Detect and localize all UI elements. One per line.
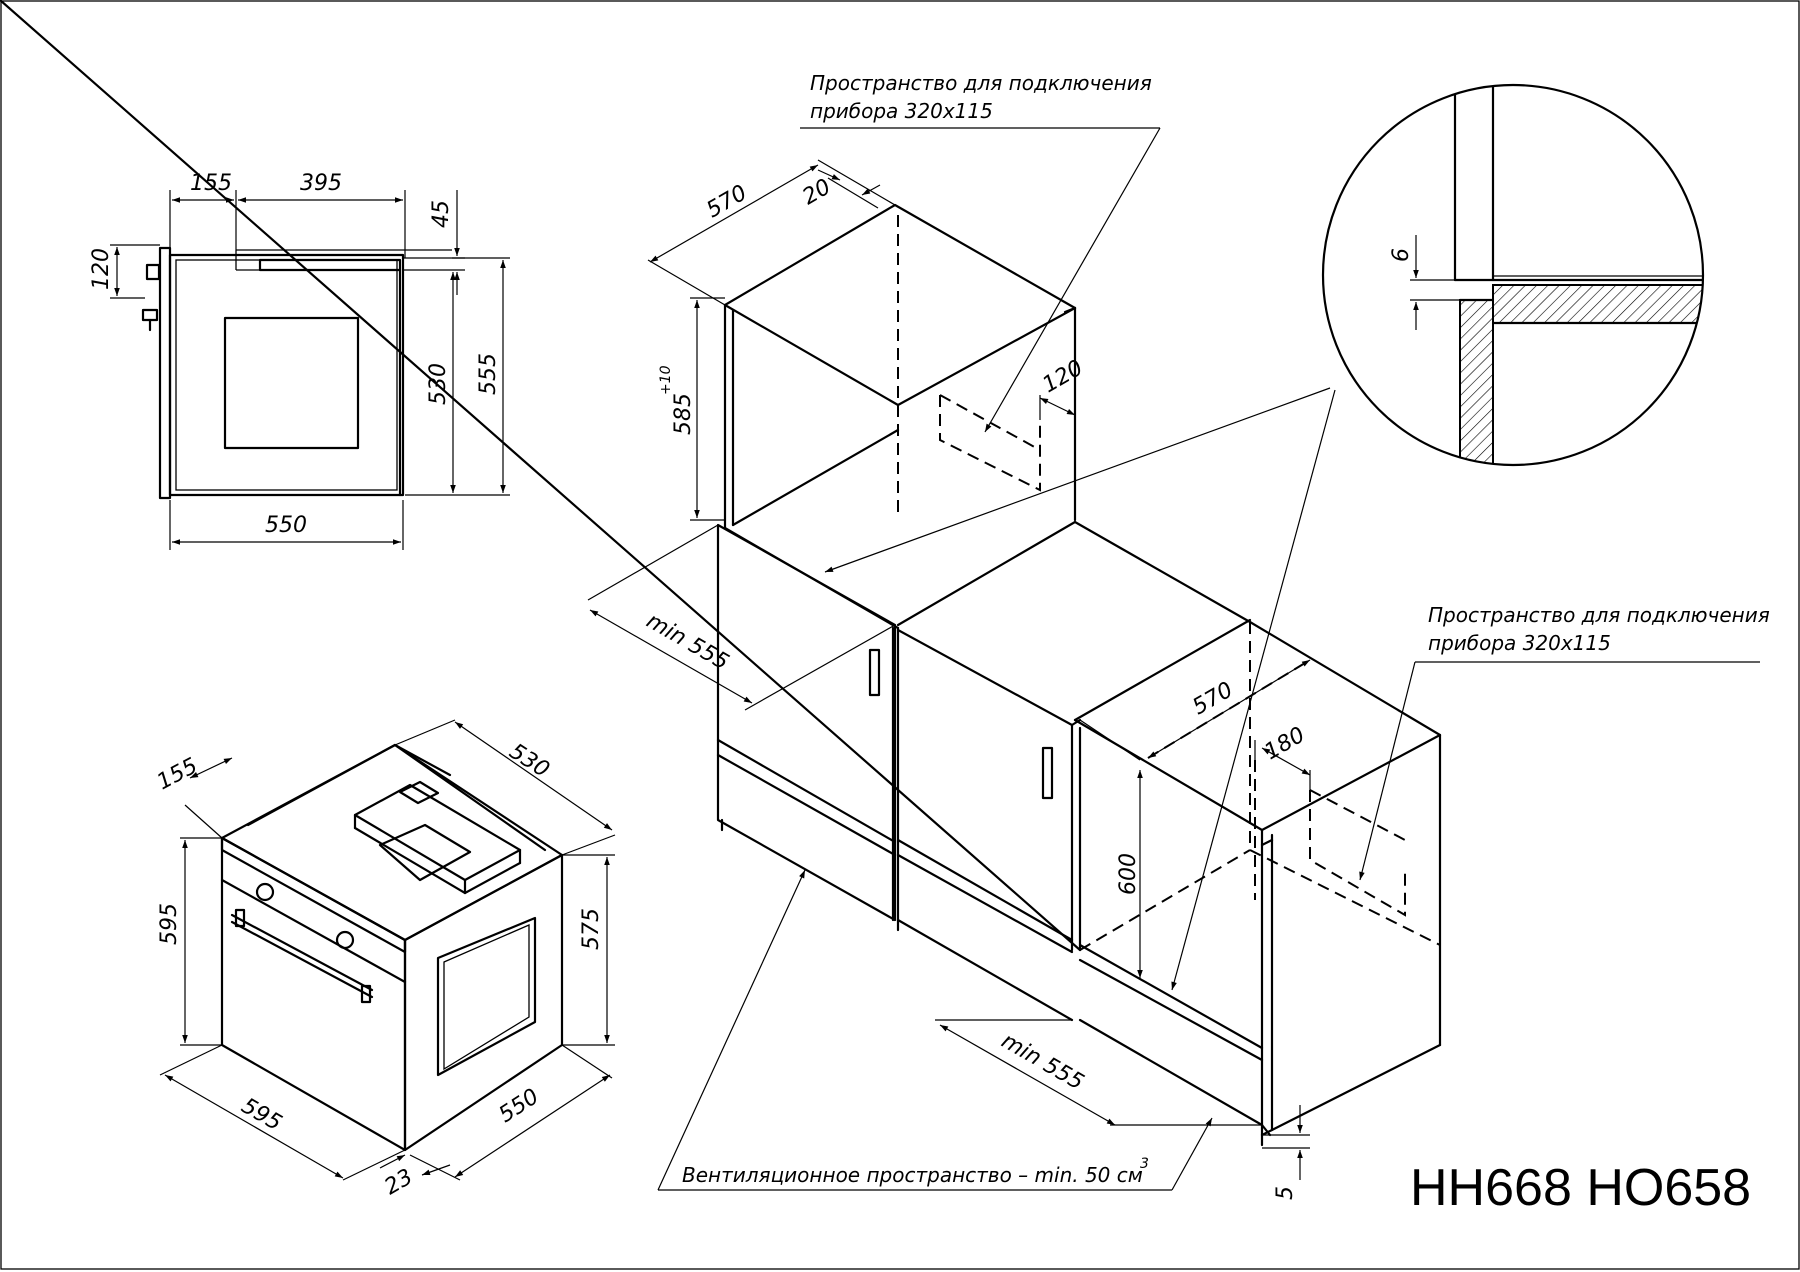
dim-cab-120: 120	[1039, 356, 1088, 399]
dim-iso-595-h: 595	[157, 903, 182, 945]
cabinet-installation-view: 570 20 585 +10 120 min 555 570 180 600	[0, 0, 1760, 1200]
dim-cab-570-top: 570	[703, 181, 752, 224]
dim-side-395: 395	[300, 171, 342, 196]
oven-isometric-view: 155 530 595 575 595 550 23	[153, 719, 616, 1201]
dim-side-530: 530	[426, 363, 451, 405]
detail-circle-view: 6	[1321, 83, 1705, 467]
dim-cab-180: 180	[1261, 723, 1310, 766]
dim-iso-155: 155	[153, 754, 202, 796]
dim-cab-5: 5	[1273, 1186, 1298, 1200]
dim-cab-min555-b: min 555	[997, 1029, 1088, 1096]
dim-side-45: 45	[429, 200, 454, 228]
dim-iso-23: 23	[381, 1165, 418, 1201]
note-ventilation-superscript: 3	[1140, 1156, 1149, 1172]
note-connection-top-line1: Пространство для подключения	[810, 71, 1152, 95]
dim-side-155: 155	[190, 171, 232, 196]
dim-cab-585-tolerance: +10	[658, 365, 674, 395]
note-ventilation: Вентиляционное пространство – min. 50 см	[682, 1163, 1143, 1187]
dim-detail-6: 6	[1389, 248, 1414, 262]
dim-iso-530: 530	[505, 739, 554, 783]
dim-cab-20: 20	[799, 175, 836, 211]
dim-side-120: 120	[89, 248, 114, 290]
model-label: HH668 HO658	[1410, 1159, 1751, 1217]
dim-cab-585: 585	[671, 393, 696, 435]
note-connection-right-line1: Пространство для подключения	[1428, 603, 1770, 627]
oven-side-view: 155 395 120 45 530 555 550	[89, 171, 510, 550]
dim-side-550: 550	[265, 513, 307, 538]
dim-side-555: 555	[476, 353, 501, 395]
note-connection-top-line2: прибора 320х115	[810, 99, 993, 123]
dim-iso-550: 550	[495, 1084, 544, 1128]
dim-cab-600: 600	[1116, 853, 1141, 895]
note-connection-right-line2: прибора 320х115	[1428, 631, 1611, 655]
dim-iso-595-w: 595	[237, 1094, 286, 1137]
dim-cab-570-b: 570	[1189, 678, 1238, 721]
dim-iso-575: 575	[579, 908, 604, 950]
